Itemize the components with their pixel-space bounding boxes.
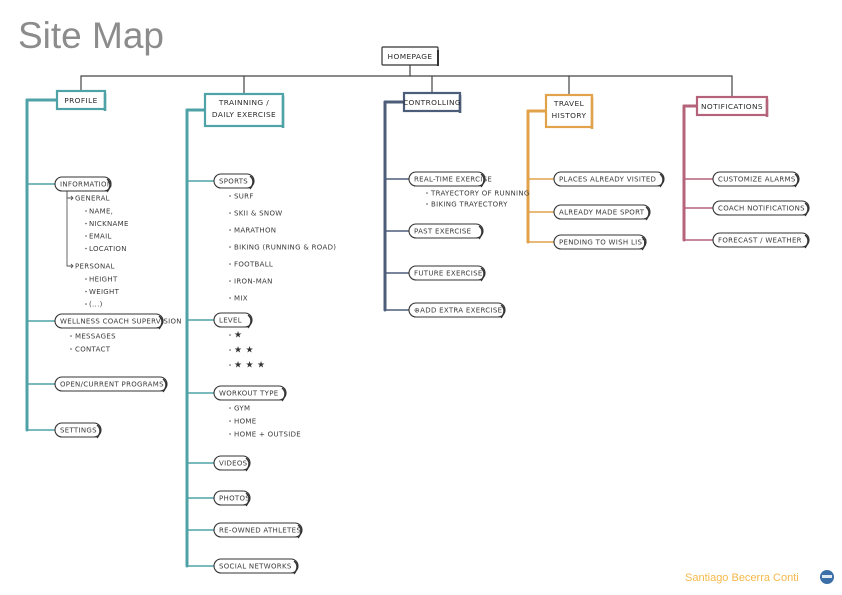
node-future-exercise[interactable]: FUTURE EXERCISE <box>408 265 486 282</box>
subnode-general[interactable]: GENERAL <box>67 195 110 203</box>
node-social-networks[interactable]: SOCIAL NETWORKS <box>213 558 299 575</box>
node-label: WORKOUT TYPE <box>219 390 278 398</box>
node-label: COACH NOTIFICATIONS <box>718 205 805 213</box>
node-real-time-exercise[interactable]: REAL-TIME EXERCISE <box>408 171 492 188</box>
node-level[interactable]: LEVEL <box>213 312 253 329</box>
section-label: PROFILE <box>64 96 97 105</box>
node-sports[interactable]: SPORTS <box>213 173 255 190</box>
node-label: WELLNESS COACH SUPERVISION <box>60 318 182 326</box>
section-profile[interactable]: PROFILE <box>55 89 107 111</box>
list-item[interactable]: WEIGHT <box>89 288 120 296</box>
section-label-line: TRAINNING / <box>218 98 269 107</box>
homepage-node[interactable]: HOMEPAGE <box>381 46 439 66</box>
list-item[interactable]: HOME <box>234 418 256 426</box>
node-label: ALREADY MADE SPORT <box>559 209 645 217</box>
list-item[interactable]: MIX <box>234 295 248 303</box>
node-open-current-programs[interactable]: OPEN/CURRENT PROGRAMS <box>54 376 168 393</box>
node-label: INFORMATION <box>60 181 112 189</box>
node-label: SETTINGS <box>60 427 97 435</box>
node-places-already-visited[interactable]: PLACES ALREADY VISITED <box>553 171 665 188</box>
section-label: NOTIFICATIONS <box>701 102 763 111</box>
list-item[interactable]: SKII & SNOW <box>234 210 282 218</box>
node-information[interactable]: INFORMATION <box>54 176 112 193</box>
section-trainning-daily-exercise[interactable]: TRAINNING / DAILY EXERCISE <box>203 92 285 128</box>
node-label: PLACES ALREADY VISITED <box>559 176 656 184</box>
list-item[interactable]: CONTACT <box>75 346 111 354</box>
node-add-extra-exercise[interactable]: ⊕ADD EXTRA EXERCISE <box>408 302 506 319</box>
node-label: ⊕ADD EXTRA EXERCISE <box>414 307 502 315</box>
list-item[interactable]: NAME, <box>89 208 113 216</box>
homepage-label: HOMEPAGE <box>388 52 433 61</box>
section-label: CONTROLLING <box>403 98 461 107</box>
section-notifications[interactable]: NOTIFICATIONS <box>695 95 769 117</box>
list-item[interactable]: NICKNAME <box>89 220 129 228</box>
section-travel-history[interactable]: TRAVEL HISTORY <box>544 93 594 129</box>
list-item[interactable]: HEIGHT <box>89 276 118 284</box>
list-item[interactable]: MESSAGES <box>75 333 116 341</box>
list-item[interactable]: MARATHON <box>234 227 276 235</box>
list-item[interactable]: BIKING (RUNNING & ROAD) <box>234 244 336 252</box>
section-label-line: TRAVEL <box>553 99 585 108</box>
node-settings[interactable]: SETTINGS <box>54 422 102 439</box>
list-item[interactable]: BIKING TRAYECTORY <box>431 201 508 209</box>
subnode-label: PERSONAL <box>75 263 115 271</box>
list-item[interactable]: EMAIL <box>89 233 112 241</box>
node-label: SPORTS <box>219 178 248 186</box>
list-item[interactable]: LOCATION <box>89 245 127 253</box>
node-label: PENDING TO WISH LIST <box>559 239 647 247</box>
list-item[interactable]: ★ ★ <box>234 346 254 356</box>
list-item[interactable]: ★ <box>234 331 242 341</box>
node-re-owned-athletes[interactable]: RE-OWNED ATHLETES <box>213 522 303 539</box>
section-controlling[interactable]: CONTROLLING <box>402 91 462 113</box>
list-item[interactable]: (...) <box>89 301 103 309</box>
node-past-exercise[interactable]: PAST EXERCISE <box>408 223 484 240</box>
node-pending-to-wish-list[interactable]: PENDING TO WISH LIST <box>553 234 647 251</box>
node-label: FORECAST / WEATHER <box>718 237 802 245</box>
node-label: SOCIAL NETWORKS <box>219 563 292 571</box>
list-item[interactable]: GYM <box>234 405 250 413</box>
node-label: PHOTOS <box>219 495 250 503</box>
node-photos[interactable]: PHOTOS <box>213 490 251 507</box>
node-label: RE-OWNED ATHLETES <box>219 527 301 535</box>
node-already-made-sport[interactable]: ALREADY MADE SPORT <box>553 204 651 221</box>
page-title: Site Map <box>18 15 164 56</box>
list-item[interactable]: HOME + OUTSIDE <box>234 431 301 439</box>
node-workout-type[interactable]: WORKOUT TYPE <box>213 385 287 402</box>
subnode-personal[interactable]: PERSONAL <box>67 263 115 271</box>
node-label: CUSTOMIZE ALARMS <box>718 176 796 184</box>
list-item[interactable]: IRON-MAN <box>234 278 273 286</box>
subnode-label: GENERAL <box>75 195 110 203</box>
section-label-line: HISTORY <box>552 111 587 120</box>
node-label: OPEN/CURRENT PROGRAMS <box>60 381 164 389</box>
node-label: LEVEL <box>219 317 242 325</box>
node-label: PAST EXERCISE <box>414 228 471 236</box>
author-credit: Santiago Becerra Conti <box>685 572 799 584</box>
list-item[interactable]: ★ ★ ★ <box>234 361 265 371</box>
node-customize-alarms[interactable]: CUSTOMIZE ALARMS <box>712 171 800 188</box>
list-item[interactable]: TRAYECTORY OF RUNNING <box>430 190 530 198</box>
node-label: FUTURE EXERCISE <box>414 270 483 278</box>
node-label: VIDEOS <box>219 460 248 468</box>
node-videos[interactable]: VIDEOS <box>213 455 251 472</box>
list-item[interactable]: FOOTBALL <box>234 261 273 269</box>
list-item[interactable]: SURF <box>234 193 254 201</box>
section-label-line: DAILY EXERCISE <box>212 110 276 119</box>
node-label: REAL-TIME EXERCISE <box>414 176 492 184</box>
node-wellness-coach-supervision[interactable]: WELLNESS COACH SUPERVISION <box>54 313 182 330</box>
node-forecast-weather[interactable]: FORECAST / WEATHER <box>712 232 810 249</box>
author-logo-icon <box>820 570 834 584</box>
connector-lines <box>25 64 733 568</box>
node-coach-notifications[interactable]: COACH NOTIFICATIONS <box>712 200 810 217</box>
